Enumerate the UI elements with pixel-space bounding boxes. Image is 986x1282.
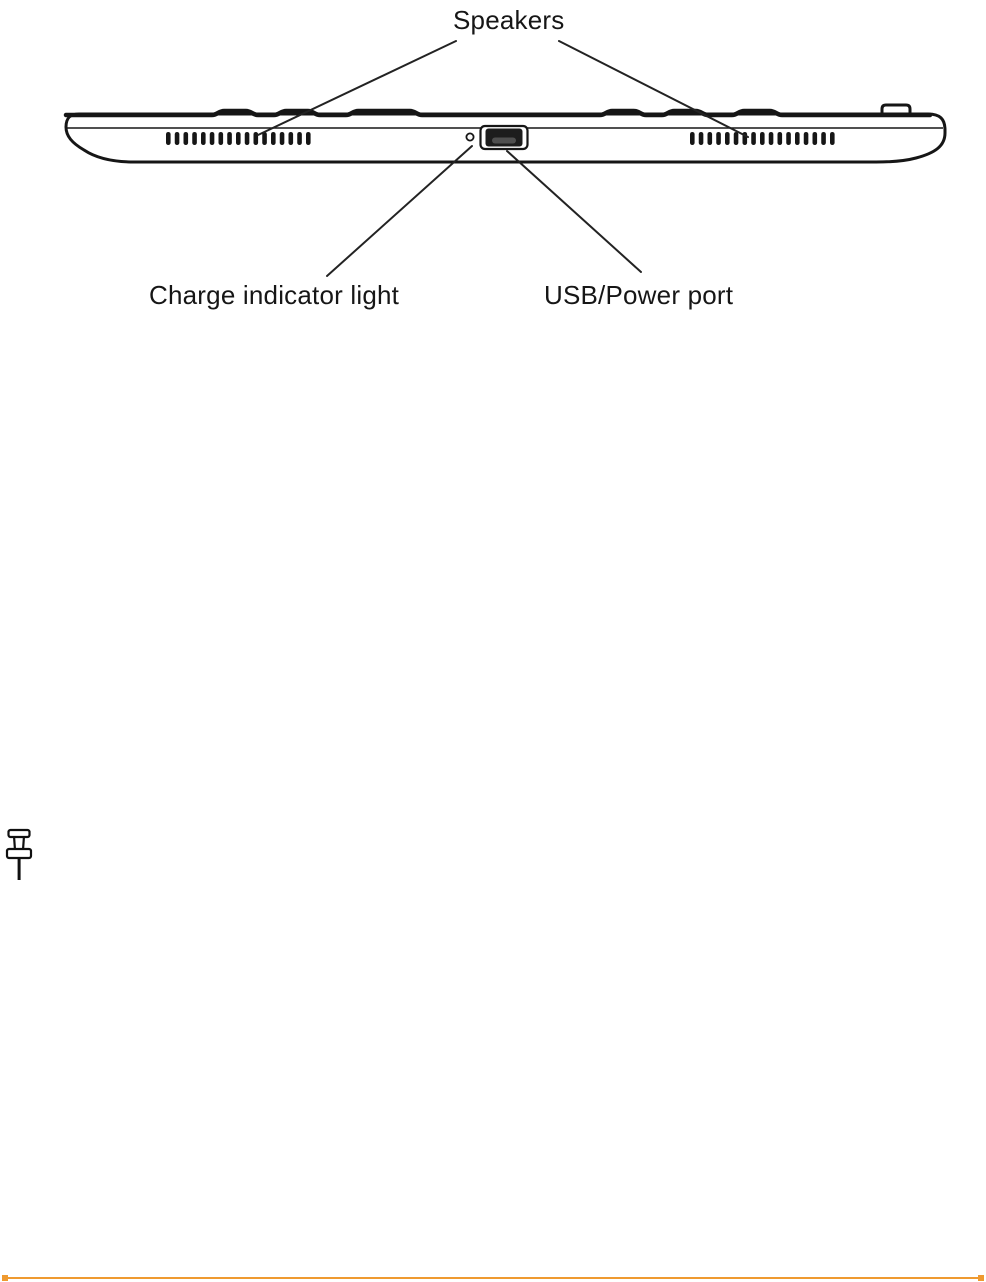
- leader-line-usb-port: [506, 150, 642, 273]
- leader-line-speakers-right: [558, 40, 749, 138]
- pushpin-icon: [5, 828, 33, 882]
- device-illustration: [63, 40, 947, 277]
- charge-indicator-light: [465, 132, 475, 142]
- leader-line-speakers-left: [257, 40, 457, 136]
- label-charge-indicator: Charge indicator light: [149, 280, 400, 310]
- speaker-grille-left: [166, 132, 311, 145]
- label-usb-power: USB/Power port: [544, 280, 734, 310]
- footer-rule: [5, 1277, 981, 1279]
- device-top-edge: [63, 108, 933, 118]
- speaker-grille-right: [690, 132, 835, 145]
- leader-line-charge-indicator: [326, 145, 473, 277]
- footer-rule-right-endpoint: [978, 1275, 984, 1281]
- footer-rule-left-endpoint: [2, 1275, 8, 1281]
- usb-power-port: [479, 124, 529, 151]
- label-speakers: Speakers: [453, 5, 565, 35]
- device-bottom-edge-figure: Speakers Charge indicator light USB/Powe…: [0, 0, 986, 340]
